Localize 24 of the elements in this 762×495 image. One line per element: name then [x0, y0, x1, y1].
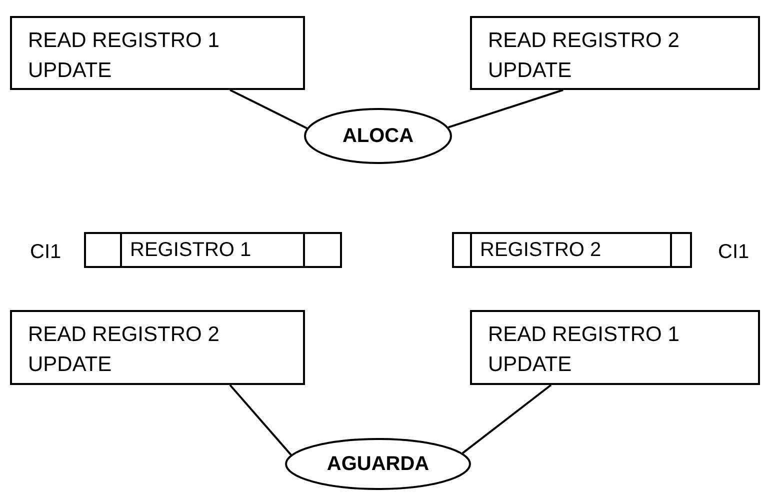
box-text: READ REGISTRO 2 [28, 322, 220, 348]
box-text: READ REGISTRO 2 [488, 28, 680, 54]
process-box [470, 16, 760, 90]
ellipse-label: ALOCA [342, 126, 414, 146]
box-text: UPDATE [488, 352, 572, 378]
box-text: UPDATE [28, 58, 112, 84]
box-text: UPDATE [28, 352, 112, 378]
record-box [84, 232, 342, 268]
record-tag: CI1 [718, 242, 750, 262]
box-text: READ REGISTRO 1 [488, 322, 680, 348]
record-tag: CI1 [30, 242, 62, 262]
connector-line [448, 89, 564, 128]
box-text: UPDATE [488, 58, 572, 84]
process-box [10, 310, 305, 385]
connector-line [229, 384, 292, 456]
process-box [10, 16, 305, 90]
record-box [452, 232, 692, 268]
record-label: REGISTRO 1 [130, 240, 252, 260]
connector-line [462, 384, 552, 454]
connector-line [230, 89, 308, 130]
ellipse-label: AGUARDA [326, 454, 430, 474]
record-label: REGISTRO 2 [480, 240, 602, 260]
process-box [470, 310, 760, 385]
box-text: READ REGISTRO 1 [28, 28, 220, 54]
